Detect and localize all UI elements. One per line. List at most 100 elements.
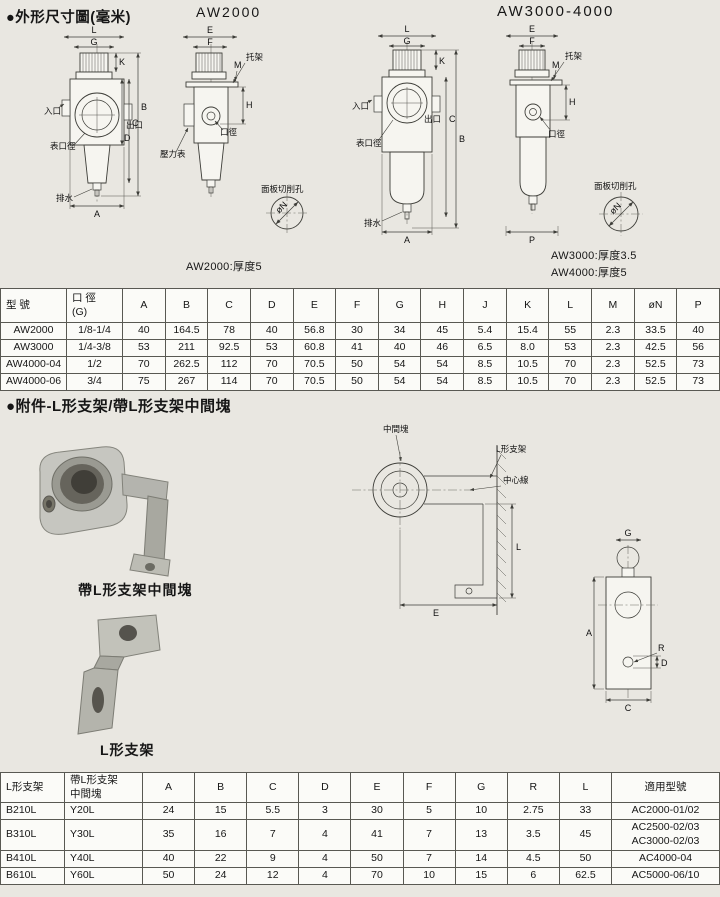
table-cell: 24: [194, 866, 248, 885]
table-cell: 56.8: [292, 322, 337, 340]
table-cell: Y40L: [64, 849, 143, 868]
column-header: L: [548, 288, 593, 323]
dim-label-M: M: [552, 60, 560, 70]
table-cell: 40: [676, 322, 720, 340]
dim-label-R: R: [658, 643, 665, 653]
note-aw4000-thickness: AW4000:厚度5: [551, 267, 627, 279]
table-cell: 54: [377, 356, 422, 374]
column-header: 型 號: [0, 288, 67, 323]
table-cell: AC2000-01/02: [611, 802, 720, 821]
table-cell: 62.5: [558, 866, 613, 885]
table-cell: 15: [194, 802, 248, 821]
table-cell: 92.5: [207, 339, 251, 357]
table-cell: 4.5: [506, 849, 560, 868]
table-cell: 4: [298, 849, 352, 868]
column-header: F: [335, 288, 379, 323]
table-cell: 40: [249, 322, 294, 340]
label-gauge-port: 表口徑: [50, 141, 76, 151]
column-header: C: [207, 288, 251, 323]
table-cell: 30: [350, 802, 404, 821]
dim-label-A: A: [586, 628, 592, 638]
table-cell: 262.5: [164, 356, 209, 374]
dim-label-E: E: [433, 608, 439, 618]
column-header: B: [194, 771, 248, 804]
dim-label-A: A: [404, 235, 410, 245]
column-header: D: [298, 771, 352, 804]
dim-label-K: K: [119, 57, 125, 67]
dim-label-D: D: [124, 133, 131, 143]
photo1-caption: 帶L形支架中間塊: [78, 582, 193, 598]
table-cell: Y30L: [64, 819, 143, 851]
table-cell: 50: [558, 849, 613, 868]
table-cell: 3.5: [506, 819, 560, 851]
table-cell: 3/4: [66, 373, 123, 391]
dim-label-L: L: [404, 24, 409, 34]
l-bracket-photo: [77, 614, 161, 735]
table-cell: 7: [246, 819, 300, 851]
dim-label-B: B: [141, 102, 147, 112]
table-cell: 46: [420, 339, 465, 357]
table-cell: 42.5: [633, 339, 678, 357]
column-header: D: [249, 288, 294, 323]
table-cell: 12: [246, 866, 300, 885]
column-header: C: [246, 771, 300, 804]
aw3000-panel-cutout-drawing: 面板切削孔 øN: [594, 181, 643, 236]
table-cell: 16: [194, 819, 248, 851]
dim-label-C: C: [449, 114, 456, 124]
column-header: A: [122, 288, 166, 323]
table-cell: 211: [164, 339, 209, 357]
table-cell: Y20L: [64, 802, 143, 821]
table-cell: 70: [249, 356, 294, 374]
table-cell: B210L: [0, 802, 65, 821]
table-cell: 40: [141, 849, 196, 868]
table-cell: 34: [377, 322, 422, 340]
bracket-with-block-photo: [39, 446, 171, 577]
table-cell: 35: [141, 819, 196, 851]
accessory-drawings: 中間塊 L形支架 中心線 L E: [352, 424, 668, 713]
table-cell: 1/2: [66, 356, 123, 374]
table-cell: 6: [506, 866, 560, 885]
label-center-line: 中心線: [503, 475, 529, 485]
table-cell: 114: [207, 373, 251, 391]
label-outlet: 出口: [424, 114, 441, 124]
table-cell: 40: [122, 322, 166, 340]
table-cell: 5.4: [463, 322, 507, 340]
table-cell: B610L: [0, 866, 65, 885]
dim-label-M: M: [234, 60, 242, 70]
column-header: øN: [633, 288, 678, 323]
table-cell: 70: [122, 356, 166, 374]
table-cell: 50: [335, 356, 379, 374]
dim-label-C: C: [132, 118, 139, 128]
table-cell: 9: [246, 849, 300, 868]
dim-label-H: H: [569, 97, 576, 107]
aw2000-front-view-drawing: L G K D C B A 入口 出口 表口徑 排水: [44, 25, 147, 219]
column-header: A: [141, 771, 196, 804]
label-drain: 排水: [56, 193, 74, 203]
table-cell: AC4000-04: [611, 849, 720, 868]
aw3000-front-view-drawing: L G K C B A 入口 出口 表口徑 排水: [352, 24, 465, 245]
table-cell: 15.4: [505, 322, 550, 340]
table-cell: 15: [454, 866, 508, 885]
dim-label-P: P: [529, 235, 535, 245]
label-drain: 排水: [364, 218, 382, 228]
column-header: R: [506, 771, 560, 804]
table-cell: 22: [194, 849, 248, 868]
dim-label-E: E: [529, 24, 535, 34]
table-cell: 4: [298, 819, 352, 851]
table-cell: AW4000-04: [0, 356, 67, 374]
label-port-size: 口徑: [548, 129, 566, 139]
label-middle-block: 中間塊: [383, 424, 409, 434]
table-cell: 1/4-3/8: [66, 339, 123, 357]
table-cell: 5: [402, 802, 456, 821]
table-cell: 70.5: [292, 356, 337, 374]
column-header: 口 徑(G): [66, 288, 123, 323]
label-bracket: 托架: [246, 52, 264, 62]
table-cell: 10.5: [505, 356, 550, 374]
